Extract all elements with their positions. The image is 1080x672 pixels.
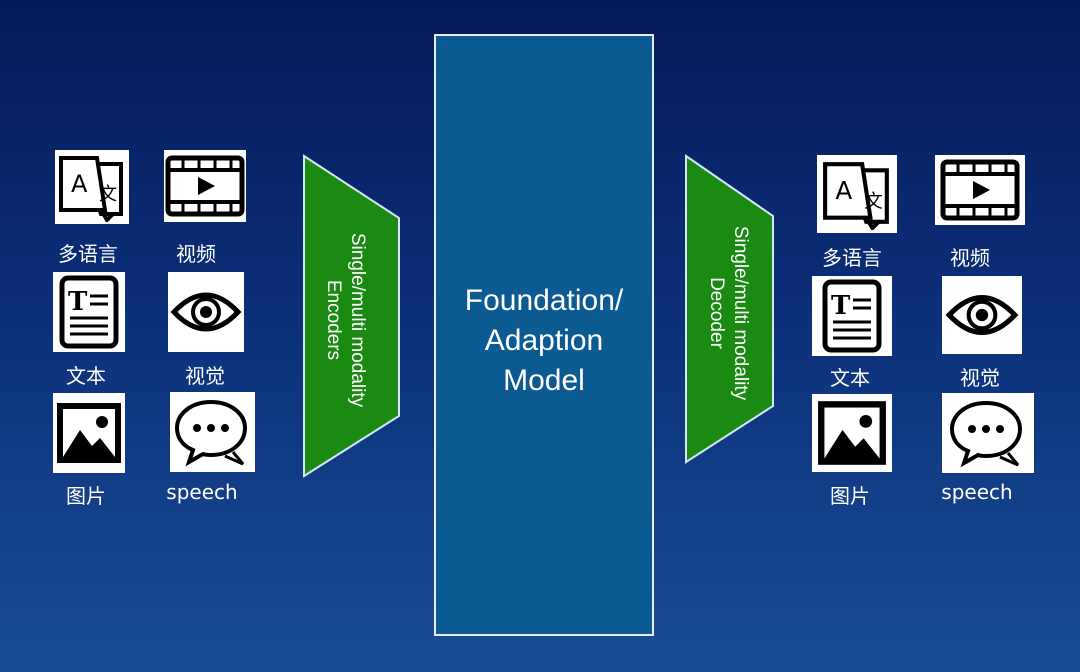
svg-text:文: 文 xyxy=(864,191,883,212)
decoder-block xyxy=(685,154,774,464)
label-multilingual: 多语言 xyxy=(822,246,882,270)
label-vision: 视觉 xyxy=(960,366,1000,390)
video-icon xyxy=(935,155,1025,225)
translate-icon: A 文 xyxy=(817,155,897,233)
label-video: 视频 xyxy=(176,242,216,266)
chat-icon xyxy=(170,392,255,472)
chat-icon xyxy=(942,393,1034,473)
image-icon xyxy=(812,394,892,472)
svg-text:T: T xyxy=(68,287,88,317)
eye-icon xyxy=(942,276,1022,354)
label-text: 文本 xyxy=(830,366,870,390)
image-icon xyxy=(53,393,125,473)
document-icon: T xyxy=(53,272,125,352)
label-speech: speech xyxy=(941,480,1013,504)
label-video: 视频 xyxy=(950,246,990,270)
svg-text:A: A xyxy=(835,176,852,205)
model-title: Foundation/ Adaption Model xyxy=(464,284,624,397)
svg-text:A: A xyxy=(71,170,88,198)
foundation-model-block: Foundation/ Adaption Model xyxy=(434,34,654,636)
svg-text:文: 文 xyxy=(99,184,117,205)
translate-icon: A 文 xyxy=(55,150,129,224)
encoder-label: Single/multi modality Encoders xyxy=(323,232,368,408)
label-speech: speech xyxy=(166,480,238,504)
decoder-label: Single/multi modality Decoder xyxy=(706,225,751,401)
label-vision: 视觉 xyxy=(185,364,225,388)
label-image: 图片 xyxy=(830,484,870,508)
encoder-block xyxy=(303,154,400,478)
label-image: 图片 xyxy=(66,484,106,508)
video-icon xyxy=(164,150,246,222)
label-multilingual: 多语言 xyxy=(58,242,118,266)
eye-icon xyxy=(168,272,244,352)
label-text: 文本 xyxy=(66,364,106,388)
svg-text:T: T xyxy=(831,291,851,321)
document-icon: T xyxy=(812,276,892,356)
